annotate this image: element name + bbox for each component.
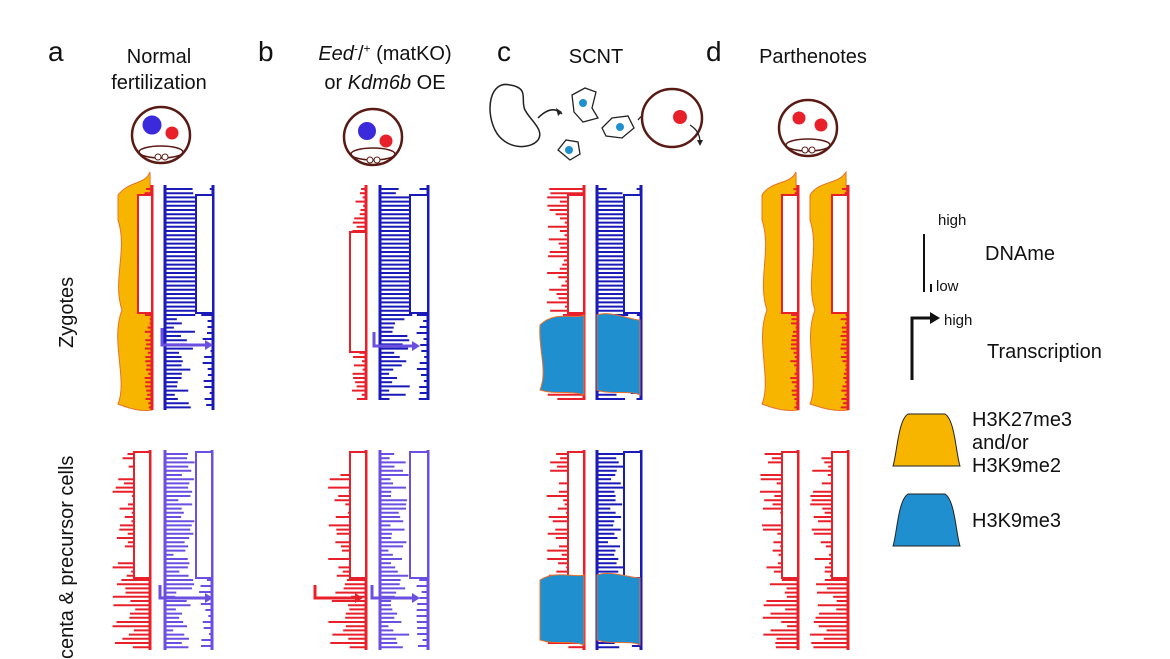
paternal-box-b <box>410 195 428 313</box>
panel-letter-b: b <box>258 36 274 68</box>
legend-dna-label: DNAme <box>985 243 1055 266</box>
panel-title-c: SCNT <box>556 46 636 69</box>
tx-arrow-b-head <box>412 341 420 351</box>
oe-text: OE <box>411 72 445 94</box>
legend-h3k27-line1: H3K27me3 <box>972 409 1072 432</box>
legend-transcription-arrow <box>912 318 930 380</box>
legend-h3k9me3: H3K9me3 <box>972 510 1061 533</box>
zygote-icon-a <box>132 107 190 163</box>
maternal-box-c-pl <box>568 452 584 578</box>
zygote-icon-d <box>779 100 837 156</box>
legend-h3k27-line2: and/or <box>972 432 1029 455</box>
maternal-box-c <box>568 195 584 313</box>
h3k9me3-domain-c-pat-pl <box>597 573 640 645</box>
paternal-box-a <box>196 195 213 313</box>
legend-tx-high: high <box>944 312 972 329</box>
maternal-box-d1-pl <box>782 452 798 578</box>
paternal-box-c-pl <box>624 452 641 578</box>
legend-h3k27-swatch <box>893 414 960 466</box>
legend-h3k9me3-swatch <box>893 494 960 546</box>
zygote-icon-b <box>344 109 402 165</box>
maternal-box-d2-pl <box>832 452 848 578</box>
legend-h3k27-line3: H3K9me2 <box>972 455 1061 478</box>
panel-title-d: Parthenotes <box>748 46 878 69</box>
or-text: or <box>324 72 347 94</box>
panel-letter-a: a <box>48 36 64 68</box>
tx-arrow-b-mat <box>315 585 355 598</box>
maternal-box-b <box>350 232 366 352</box>
maternal-box-d1 <box>782 195 798 313</box>
panel-title-b-line1: Eed-/+ (matKO) <box>300 43 470 66</box>
tx-arrow-b-pat-head <box>412 593 420 603</box>
panel-letter-c: c <box>497 36 511 68</box>
genome-tracks <box>113 172 848 650</box>
scnt-illustration <box>490 84 703 160</box>
panel-title-a-line2: fertilization <box>94 72 224 95</box>
gene-kdm6b: Kdm6b <box>348 72 411 94</box>
legend-tx-label: Transcription <box>987 341 1102 364</box>
h3k9me3-domain-c-mat-pl <box>540 575 584 645</box>
legend-dna-high: high <box>938 212 966 229</box>
row-label-zygotes: Zygotes <box>56 277 79 348</box>
sup-plus: + <box>364 41 371 55</box>
maternal-box-d2 <box>832 195 848 313</box>
panel-title-b-line2: or Kdm6b OE <box>300 72 470 95</box>
row-label-placenta: centa & precursor cells <box>56 456 79 659</box>
panel-letter-d: d <box>706 36 722 68</box>
legend-dna-low: low <box>936 278 959 295</box>
matko: (matKO) <box>371 43 452 65</box>
gene-eed: Eed <box>318 43 354 65</box>
maternal-box-a <box>138 195 152 313</box>
h3k9me3-domain-c-pat <box>597 314 640 395</box>
maternal-box-b-pl <box>350 452 366 578</box>
paternal-box-c <box>624 195 641 313</box>
paternal-box-a-pl <box>196 452 212 578</box>
maternal-box-a-pl <box>134 452 150 578</box>
paternal-box-b-pl <box>410 452 428 578</box>
h3k9me3-domain-c-mat <box>540 315 584 395</box>
panel-title-a-line1: Normal <box>114 46 204 69</box>
